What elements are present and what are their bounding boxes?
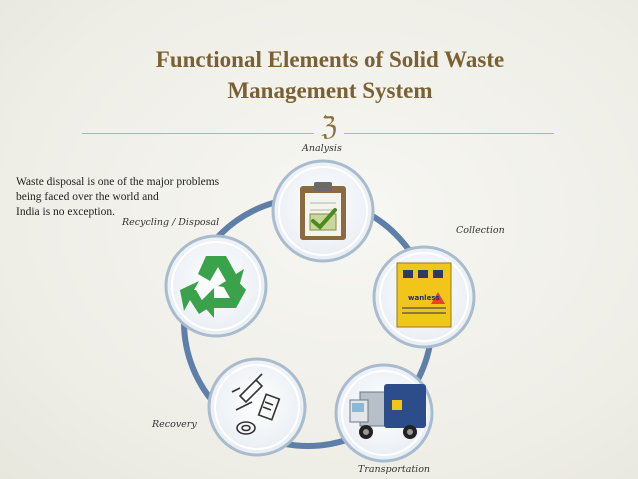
stage-label-recovery: Recovery — [152, 419, 197, 430]
stage-analysis — [271, 159, 375, 263]
stage-label-analysis: Analysis — [302, 143, 342, 154]
slide-title: Functional Elements of Solid Waste Manag… — [60, 44, 600, 106]
waste-bin-icon: wanless — [396, 262, 452, 328]
stage-label-collection: Collection — [456, 225, 505, 236]
title-line-1: Functional Elements of Solid Waste — [155, 47, 505, 72]
note-line-3: India is no exception. — [16, 206, 116, 218]
stage-collection: wanless — [372, 245, 476, 349]
title-line-2: Management System — [227, 78, 433, 103]
title-divider-left — [82, 133, 314, 134]
flourish-icon: ℨ — [320, 112, 338, 142]
bin-brand-text: wanless — [408, 294, 440, 302]
title-divider-right — [344, 133, 554, 134]
recyclable-items-icon — [231, 373, 281, 435]
stage-recovery — [207, 357, 307, 457]
stage-label-recycling: Recycling / Disposal — [122, 217, 220, 228]
note-line-1: Waste disposal is one of the major probl… — [16, 176, 220, 188]
recycle-symbol-icon — [180, 256, 246, 318]
clipboard-check-icon — [300, 182, 346, 240]
stage-transportation — [334, 363, 434, 463]
intro-note: Waste disposal is one of the major probl… — [16, 175, 266, 220]
garbage-truck-icon — [349, 384, 426, 439]
note-line-2: being faced over the world and — [16, 191, 159, 203]
stage-label-transportation: Transportation — [358, 464, 431, 475]
stage-recycling — [164, 234, 268, 338]
